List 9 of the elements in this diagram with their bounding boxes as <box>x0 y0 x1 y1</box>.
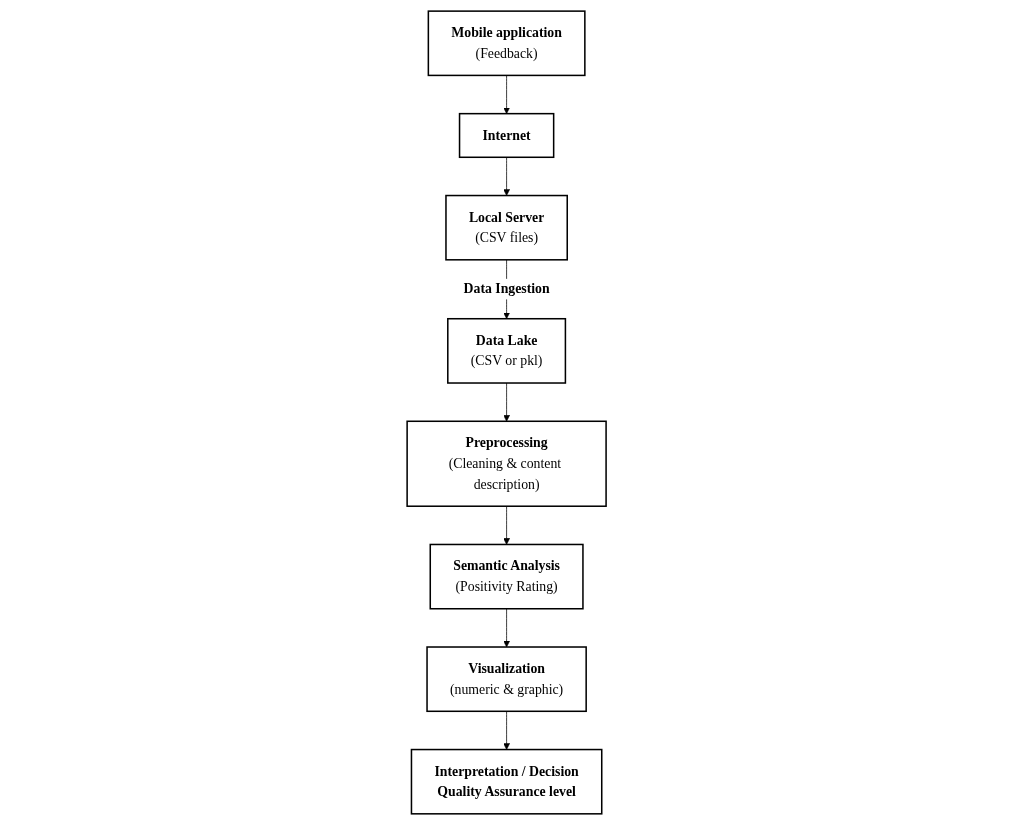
node-box: Data Lake (CSV or pkl) <box>447 318 567 384</box>
node-box: Interpretation / Decision Quality Assurance level <box>411 748 603 815</box>
node-box: Mobile application (Feedback) <box>427 10 586 77</box>
edge-label: Data Ingestion <box>463 281 551 297</box>
node-box: Local Server (CSV files) <box>445 194 569 261</box>
node-box: Visualization (numeric & graphic) <box>426 646 588 713</box>
node-box: Preprocessing (Cleaning & content description) <box>406 420 608 507</box>
node-box: Internet <box>459 112 555 159</box>
node-box: Semantic Analysis (Positivity Rating) <box>429 543 585 610</box>
